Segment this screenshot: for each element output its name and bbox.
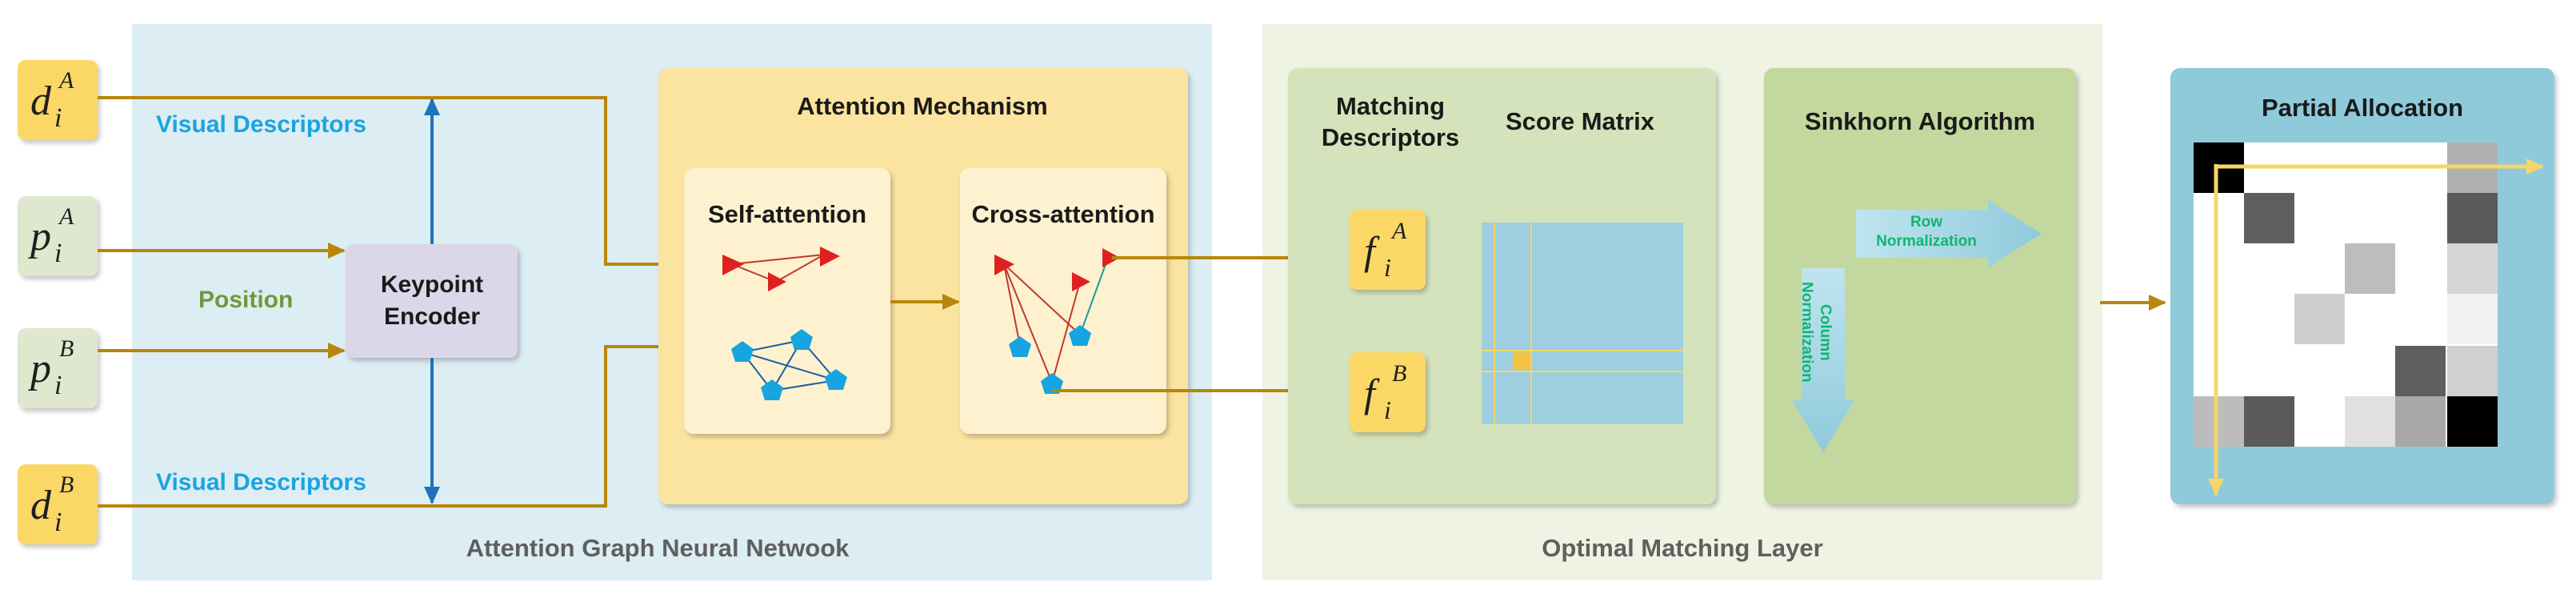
row-normalization-arrow: Row Normalization — [1856, 200, 2042, 267]
graph-node — [825, 369, 847, 390]
dA-sub: i — [54, 103, 62, 133]
fA-sub: i — [1384, 253, 1391, 282]
gnn-caption: Attention Graph Neural Netwook — [466, 534, 850, 562]
graph-node — [1009, 336, 1031, 357]
row-label-2: Normalization — [1876, 233, 1977, 250]
row-label-1: Row — [1910, 214, 1942, 231]
col-label-1: Column — [1817, 304, 1834, 361]
triangle-marker — [994, 255, 1014, 275]
sinkhorn-title: Sinkhorn Algorithm — [1805, 107, 2035, 135]
triangle-marker — [1102, 248, 1120, 267]
keypoint-encoder: Keypoint Encoder — [346, 244, 518, 358]
score-matrix-label: Score Matrix — [1506, 107, 1655, 135]
matching-desc-line2: Descriptors — [1322, 123, 1459, 151]
column-normalization-arrow: Column Normalization — [1792, 268, 1854, 452]
fB-sup: B — [1392, 360, 1406, 387]
pA-base: p — [27, 214, 51, 259]
self-attention-nodes — [731, 329, 847, 400]
pB-sub: i — [54, 371, 62, 400]
cross-attention-label: Cross-attention — [971, 200, 1154, 228]
encoder-line2: Encoder — [384, 303, 480, 330]
pB-sup: B — [59, 335, 74, 362]
dB-sub: i — [54, 508, 62, 537]
cross-attention-graph — [994, 248, 1120, 394]
encoder-line1: Keypoint — [381, 271, 483, 298]
visual-descriptors-top: Visual Descriptors — [156, 111, 366, 138]
dB-base: d — [30, 483, 52, 528]
pA-sup: A — [58, 203, 74, 230]
triangle-marker — [768, 272, 786, 291]
visual-descriptors-bottom: Visual Descriptors — [156, 469, 366, 496]
pA-sub: i — [54, 239, 62, 268]
graph-node — [761, 379, 783, 400]
matching-panel: Matching Descriptors Score Matrix f i A … — [1288, 68, 1716, 504]
self-attention-label: Self-attention — [708, 200, 866, 228]
fB-sub: i — [1384, 395, 1391, 424]
input-dB: d i B — [18, 464, 98, 544]
attention-mechanism: Attention Mechanism Self-attention Cross… — [658, 68, 1188, 504]
sinkhorn-panel: Sinkhorn Algorithm Row Normalization Col… — [1764, 68, 2076, 504]
partial-allocation-panel: Partial Allocation — [2170, 68, 2554, 504]
fA-sup: A — [1390, 218, 1407, 244]
triangle-marker — [722, 255, 744, 275]
input-dA: d i A — [18, 60, 98, 140]
graph-node — [790, 329, 813, 350]
allocation-matrix — [2194, 142, 2498, 447]
triangle-marker — [820, 247, 840, 267]
col-label-2: Normalization — [1798, 282, 1815, 383]
score-matrix — [1482, 223, 1683, 424]
triangle-marker — [1072, 272, 1090, 291]
input-pB: p i B — [18, 328, 98, 408]
allocation-title: Partial Allocation — [2262, 94, 2463, 122]
graph-node — [731, 341, 754, 362]
attention-title: Attention Mechanism — [797, 92, 1047, 120]
pB-base: p — [27, 346, 51, 391]
fB-box: f i B — [1350, 352, 1426, 432]
dB-sup: B — [59, 472, 74, 498]
cross-attention-card — [960, 168, 1166, 434]
dA-base: d — [30, 78, 52, 124]
graph-node — [1041, 373, 1063, 394]
self-attention-triangles — [722, 247, 840, 291]
oml-caption: Optimal Matching Layer — [1542, 534, 1822, 562]
self-attention-card — [684, 168, 890, 434]
position-label: Position — [198, 287, 293, 313]
graph-node — [1069, 325, 1091, 346]
dA-sup: A — [58, 67, 74, 94]
matching-desc-line1: Matching — [1336, 92, 1445, 120]
fA-box: f i A — [1350, 210, 1426, 290]
input-pA: p i A — [18, 196, 98, 276]
